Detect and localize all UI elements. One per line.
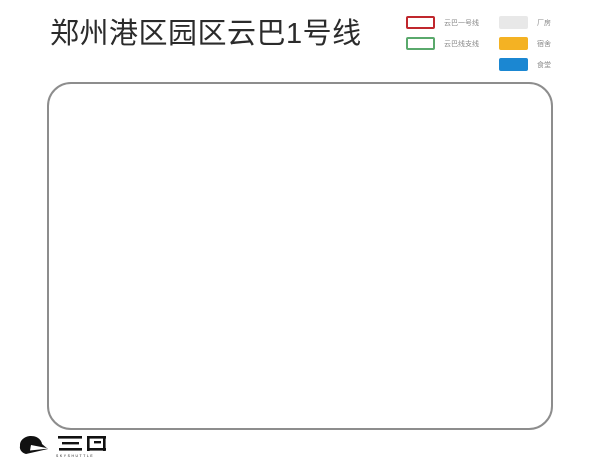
legend-label-factory: 厂房 [537, 19, 551, 27]
logo-subtext: SKYSHUTTLE [56, 454, 95, 458]
skyshuttle-mark-icon [19, 435, 49, 454]
skyshuttle-wordmark-icon [58, 436, 106, 451]
legend-item-canteen: 食堂 [499, 54, 551, 75]
legend-item-factory: 厂房 [499, 12, 551, 33]
legend-swatch-branch-line [406, 37, 435, 50]
legend-label-dorm: 宿舍 [537, 40, 551, 48]
legend-swatch-canteen [499, 58, 528, 71]
legend-swatch-factory [499, 16, 528, 29]
legend-label-canteen: 食堂 [537, 61, 551, 69]
map-frame [47, 82, 553, 430]
legend: 云巴一号线 云巴线支线 厂房 宿舍 食堂 [406, 12, 596, 74]
page-title: 郑州港区园区云巴1号线 [50, 18, 362, 50]
legend-item-branch-line: 云巴线支线 [406, 33, 479, 54]
legend-item-dorm: 宿舍 [499, 33, 551, 54]
brand-logo: SKYSHUTTLE [18, 433, 110, 461]
legend-item-main-line: 云巴一号线 [406, 12, 479, 33]
legend-label-main-line: 云巴一号线 [444, 19, 479, 27]
legend-swatch-main-line [406, 16, 435, 29]
legend-swatch-dorm [499, 37, 528, 50]
legend-label-branch-line: 云巴线支线 [444, 40, 479, 48]
